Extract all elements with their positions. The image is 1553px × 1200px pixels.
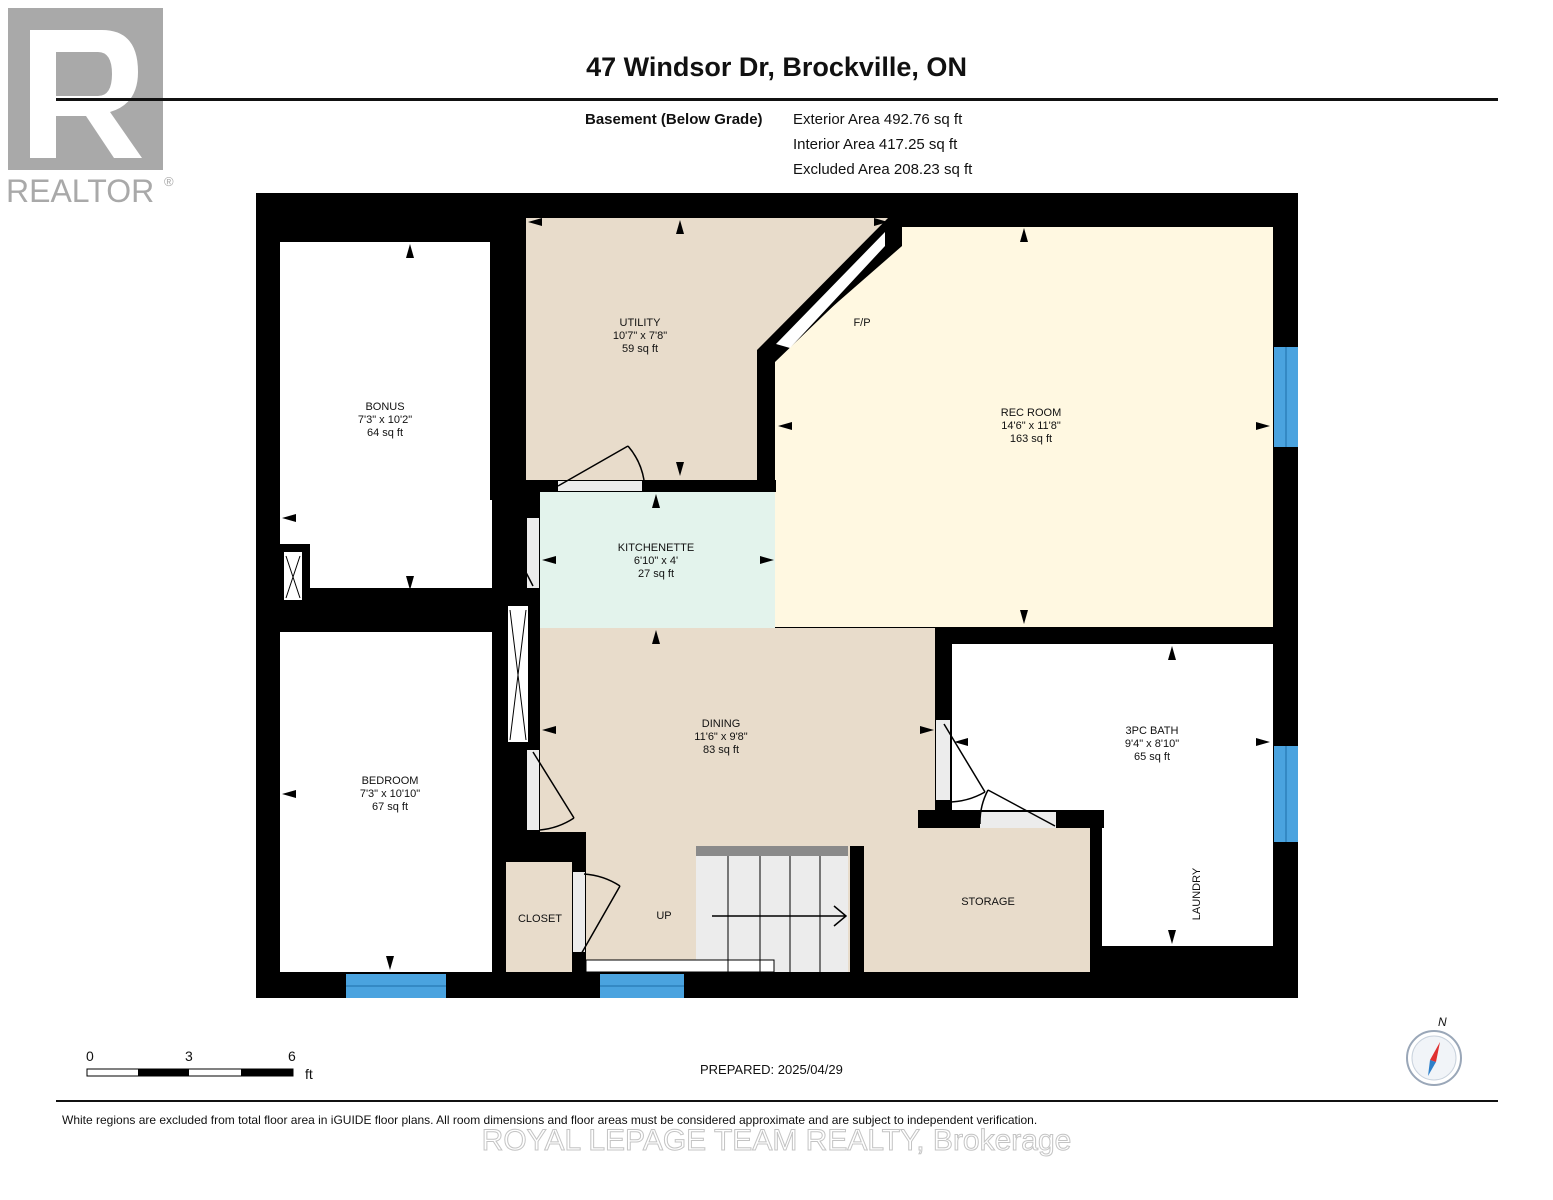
stair-arrow	[712, 905, 848, 927]
laundry-area	[1100, 830, 1273, 946]
brokerage-watermark: ROYAL LEPAGE TEAM REALTY, Brokerage	[481, 1124, 1072, 1158]
closet-label: CLOSET	[518, 913, 562, 925]
svg-text:REALTOR: REALTOR	[6, 173, 154, 209]
rec-room-area: 163 sq ft	[1010, 433, 1052, 445]
page-title: 47 Windsor Dr, Brockville, ON	[586, 52, 967, 82]
floor-plan: UTILITY 10'7" x 7'8" 59 sq ft F/P REC RO…	[256, 193, 1298, 998]
utility-door-opening	[558, 481, 642, 491]
rec-room	[775, 227, 1273, 627]
stair-treads	[727, 856, 821, 972]
utility-name: UTILITY	[620, 317, 662, 329]
fireplace-label: F/P	[853, 317, 870, 329]
interior-wall	[494, 832, 586, 862]
rec-room-name: REC ROOM	[1001, 407, 1062, 419]
realtor-logo: REALTOR ®	[6, 8, 174, 209]
header-divider	[56, 98, 1498, 101]
exterior-area: Exterior Area 492.76 sq ft	[793, 111, 963, 128]
utility-area: 59 sq ft	[622, 343, 658, 355]
footer-divider	[56, 1100, 1498, 1102]
excluded-area: Excluded Area 208.23 sq ft	[793, 161, 973, 178]
bonus-name: BONUS	[365, 401, 404, 413]
kitchenette-dims: 6'10" x 4'	[634, 555, 678, 567]
kitchenette-area: 27 sq ft	[638, 568, 674, 580]
level-name: Basement (Below Grade)	[585, 111, 763, 128]
bath-door	[943, 723, 986, 803]
laundry-label: LAUNDRY	[1191, 867, 1203, 920]
utility-door	[557, 445, 645, 487]
bedroom-door-opening	[527, 750, 539, 830]
interior-wall	[1090, 812, 1102, 998]
storage-room	[862, 828, 1090, 972]
interior-wall	[276, 588, 540, 604]
bath-area: 65 sq ft	[1134, 751, 1170, 763]
scale-tick-0: 0	[86, 1048, 94, 1064]
scale-bar	[86, 1068, 294, 1077]
closet-door	[579, 873, 621, 957]
interior-wall	[850, 846, 864, 976]
storage-label: STORAGE	[961, 896, 1015, 908]
bonus-door-opening	[527, 518, 539, 588]
storage-door	[979, 789, 1056, 827]
fireplace-inset	[776, 232, 885, 348]
front-opening	[585, 959, 775, 973]
rec-room-dims: 14'6" x 11'8"	[1001, 420, 1061, 432]
dining-dims: 11'6" x 9'8"	[694, 731, 747, 743]
scale-tick-3: 3	[185, 1048, 193, 1064]
utility-room	[526, 218, 890, 480]
logo-r-letter	[30, 30, 142, 158]
svg-text:®: ®	[164, 174, 174, 189]
bedroom-dims: 7'3" x 10'10"	[360, 788, 420, 800]
bedroom-area: 67 sq ft	[372, 801, 408, 813]
bedroom-name: BEDROOM	[362, 775, 419, 787]
closet-room	[505, 860, 573, 972]
dining-area: 83 sq ft	[703, 744, 739, 756]
kitchenette-name: KITCHENETTE	[618, 542, 694, 554]
bonus-room	[280, 242, 492, 590]
bedroom-door	[532, 751, 575, 831]
kitchenette-room	[540, 492, 775, 628]
bonus-dims: 7'3" x 10'2"	[358, 414, 412, 426]
interior-area: Interior Area 417.25 sq ft	[793, 136, 958, 153]
stairs	[696, 848, 848, 972]
dimension-arrows	[282, 218, 1270, 970]
prepared-date: PREPARED: 2025/04/29	[700, 1062, 843, 1077]
closet-x	[509, 609, 527, 741]
bath-name: 3PC BATH	[1126, 725, 1179, 737]
scale-tick-6: 6	[288, 1048, 296, 1064]
stair-top	[696, 846, 848, 856]
compass-icon: N	[1406, 1015, 1462, 1086]
bath-door-opening	[936, 720, 950, 800]
closet-door-opening	[573, 872, 585, 952]
svg-text:N: N	[1438, 1015, 1447, 1029]
niche-x	[285, 555, 301, 599]
bath-dims: 9'4" x 8'10"	[1125, 738, 1179, 750]
interior-wall	[757, 350, 775, 492]
scale-unit: ft	[305, 1066, 313, 1082]
disclaimer-text: White regions are excluded from total fl…	[62, 1113, 1038, 1127]
dining-name: DINING	[702, 718, 741, 730]
interior-wall	[492, 832, 506, 978]
stairs-up-label: UP	[656, 910, 671, 922]
bonus-door	[497, 511, 534, 587]
interior-wall	[935, 628, 1273, 644]
window-mullions	[346, 347, 1287, 987]
bonus-area: 64 sq ft	[367, 427, 403, 439]
interior-wall	[490, 238, 526, 500]
bedroom-room	[280, 632, 492, 972]
utility-dims: 10'7" x 7'8"	[613, 330, 667, 342]
